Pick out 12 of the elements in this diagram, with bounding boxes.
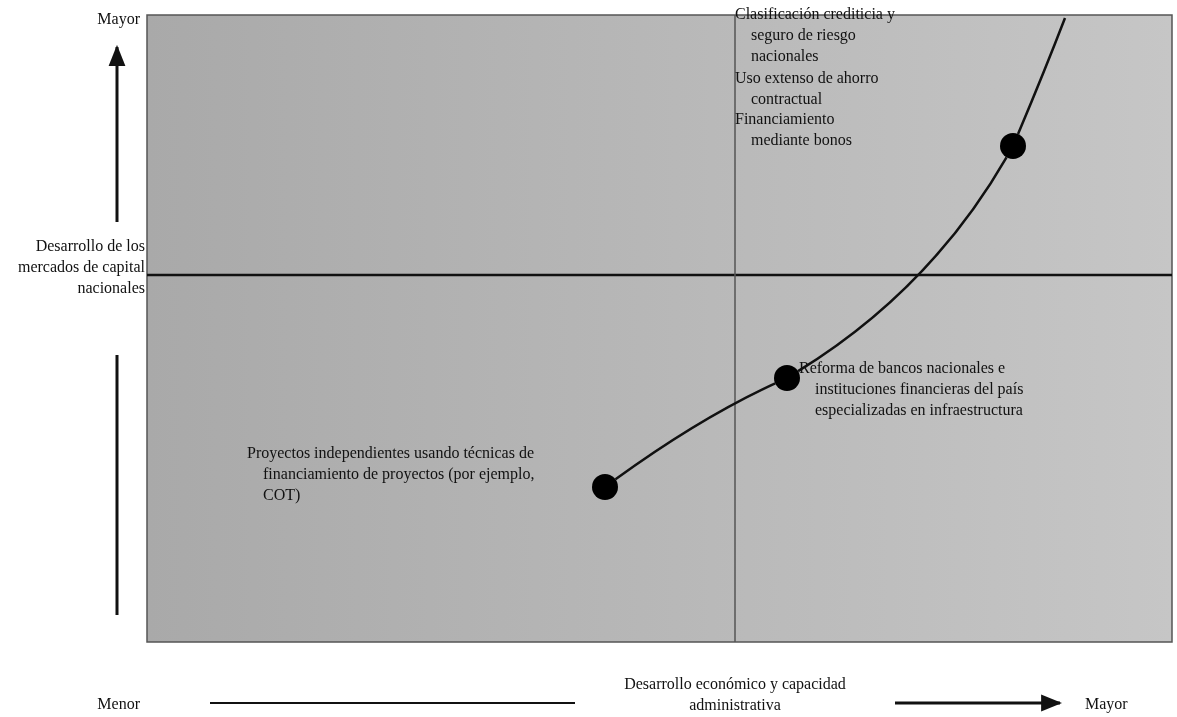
annotation-text: Clasificación crediticia y seguro de riesgo nacionales (735, 4, 896, 66)
curve-line (797, 156, 1008, 373)
axis-end-label: Mayor (96, 9, 140, 29)
curve-line (614, 382, 776, 481)
annotation-text: Financiamiento mediante bonos (735, 109, 853, 150)
axis-end-label: Mayor (1085, 694, 1129, 714)
axis-title: Desarrollo de los mercados de capital nacionales (16, 236, 145, 298)
axis-title: Desarrollo económico y capacidad administrativa (623, 674, 847, 715)
annotation-text: Uso extenso de ahorro contractual (735, 68, 880, 109)
annotation-text: Proyectos independientes usando técnicas de financiamiento de proyectos (por ejemplo, COT) (247, 443, 536, 505)
axis-end-label: Menor (96, 694, 140, 714)
curve-line (1016, 17, 1067, 135)
